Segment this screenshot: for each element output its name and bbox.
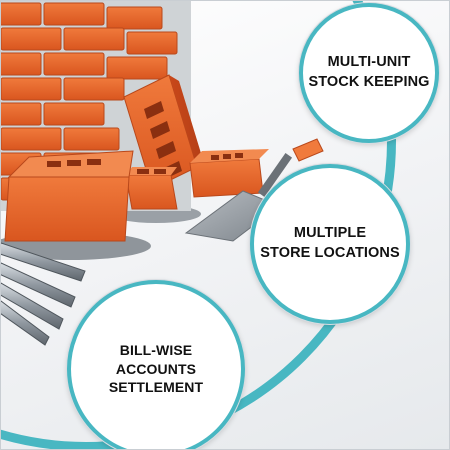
- brick-front: [4, 150, 134, 242]
- leaning-hollow-brick: [123, 74, 207, 190]
- feature-circle-accounts-settlement: BILL-WISE ACCOUNTS SETTLEMENT: [67, 280, 245, 449]
- feature-label: BILL-WISE ACCOUNTS SETTLEMENT: [108, 341, 204, 396]
- feature-label: MULTI-UNIT STOCK KEEPING: [308, 54, 430, 90]
- feature-circle-store-locations: MULTIPLE STORE LOCATIONS: [250, 164, 410, 324]
- brick-small: [125, 167, 178, 210]
- feature-label: MULTIPLE STORE LOCATIONS: [260, 225, 400, 261]
- brick-wall: [1, 1, 191, 211]
- steel-rebar: [1, 242, 86, 346]
- brick-right: [189, 149, 269, 198]
- feature-circle-stock-keeping: MULTI-UNIT STOCK KEEPING: [299, 3, 439, 143]
